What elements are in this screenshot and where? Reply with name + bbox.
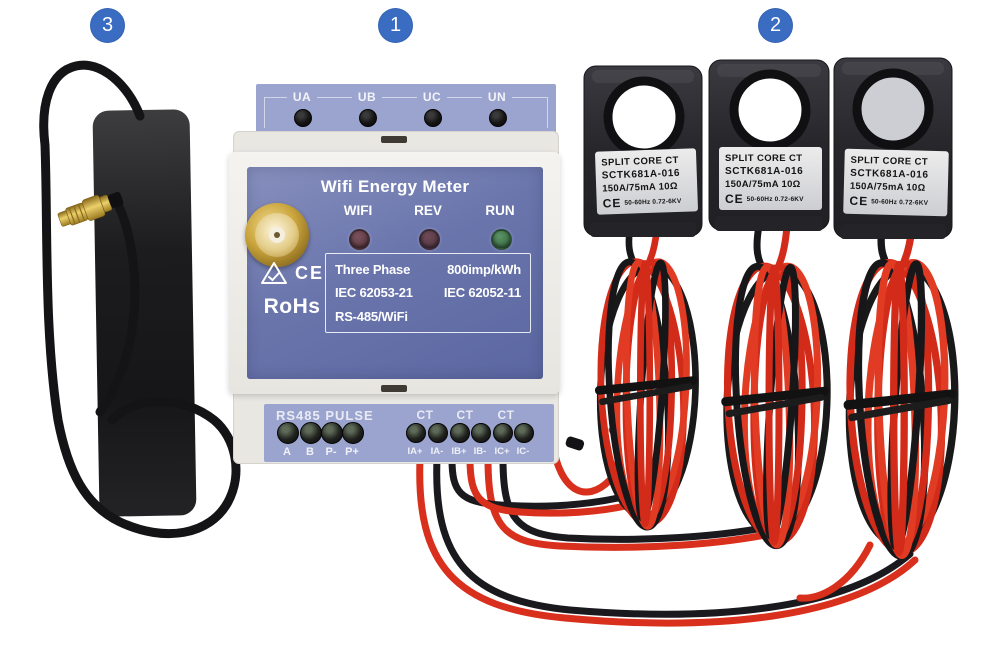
ct-label-plate: SPLIT CORE CT SCTK681A-016 150A/75mA 10Ω… [843, 148, 949, 217]
callout-2-cts: 2 [758, 8, 793, 43]
terminal-label-ib-minus: IB- [473, 446, 487, 457]
rev-led [419, 229, 440, 250]
ct-label-line1: SPLIT CORE CT [725, 153, 803, 164]
ct-label-plate: SPLIT CORE CT SCTK681A-016 150A/75mA 10Ω… [719, 147, 822, 210]
ct-terminal [514, 423, 534, 443]
antenna [39, 60, 241, 538]
run-led [491, 229, 512, 250]
ct-heading: CT [416, 408, 434, 422]
ct-label-plate: SPLIT CORE CT SCTK681A-016 150A/75mA 10Ω… [594, 148, 699, 215]
voltage-terminal [489, 109, 507, 127]
wire-coil-1 [595, 224, 700, 530]
ct-terminal [450, 423, 470, 443]
terminal-label-un: UN [482, 90, 512, 104]
callout-3-antenna: 3 [90, 8, 125, 43]
voltage-terminal [424, 109, 442, 127]
callout-1-meter: 1 [378, 8, 413, 43]
ct-label-line4: 50-60Hz 0.72-6KV [624, 197, 682, 207]
meter-label: Wifi Energy Meter WIFI REV RUN CE [245, 167, 543, 379]
ct-label-line3: 150A/75mA 10Ω [725, 179, 801, 190]
ce-mark: CE [294, 262, 324, 283]
terminal-label-ic-plus: IC+ [494, 446, 510, 457]
terminal-label-uc: UC [417, 90, 447, 104]
meter-bottom-terminal-strip: RS485 PULSE CT CT CT A B P- P+ IA+ IA- I… [264, 404, 554, 462]
antenna-cable [39, 60, 241, 538]
terminal-label-ua: UA [287, 90, 317, 104]
antenna-body [92, 109, 197, 517]
housing-slot-top [381, 136, 407, 143]
spec-iec1: IEC 62053-21 [335, 285, 413, 301]
spec-iec2: IEC 62052-11 [443, 285, 521, 301]
ct-label-line2: SCTK681A-016 [725, 166, 804, 177]
ct-aperture [603, 76, 685, 158]
rcm-triangle-icon [260, 262, 287, 284]
led-label-run: RUN [485, 203, 515, 218]
spec-comm: RS-485/WiFi [335, 308, 408, 324]
sma-antenna-port [245, 203, 309, 267]
certification-marks: CE RoHs [249, 259, 335, 319]
terminal-label-a: A [283, 446, 291, 458]
ct-label-line3: 150A/75mA 10Ω [849, 180, 926, 194]
meter-title: Wifi Energy Meter [320, 177, 470, 196]
led-label-wifi: WIFI [343, 203, 373, 218]
ct-terminal [428, 423, 448, 443]
rohs-mark: RoHs [263, 295, 321, 318]
ce-mark: CE [602, 195, 622, 211]
wire-coil-2 [721, 226, 832, 548]
sma-connector [57, 191, 124, 227]
housing-slot-bottom [381, 385, 407, 392]
ct-terminal [471, 423, 491, 443]
terminal-label-p-minus: P- [325, 446, 337, 458]
spec-phase: Three Phase [335, 262, 411, 277]
ct-aperture [852, 68, 934, 150]
ct-lead-wires [416, 426, 919, 627]
ct-terminal [406, 423, 426, 443]
pulse-terminal [321, 422, 343, 444]
spec-box: Three Phase 800imp/kWh IEC 62053-21 IEC … [325, 253, 531, 333]
ct-aperture [729, 69, 811, 151]
pulse-terminal [342, 422, 364, 444]
terminal-label-ic-minus: IC- [516, 446, 530, 457]
rs485-terminal [277, 422, 299, 444]
terminal-label-ia-minus: IA- [430, 446, 444, 457]
rs485-terminal [300, 422, 322, 444]
terminal-label-ib-plus: IB+ [451, 446, 467, 457]
voltage-terminal [359, 109, 377, 127]
spec-impulse: 800imp/kWh [447, 262, 521, 277]
ct-heading: CT [497, 408, 515, 422]
wifi-led [349, 229, 370, 250]
ce-mark: CE [725, 192, 744, 206]
meter-top-terminal-strip: UA UB UC UN [256, 84, 556, 134]
rs485-pulse-heading: RS485 PULSE [276, 408, 374, 423]
terminal-label-ia-plus: IA+ [407, 446, 423, 457]
voltage-terminal [294, 109, 312, 127]
terminal-frame-line [264, 97, 548, 128]
terminal-label-ub: UB [352, 90, 382, 104]
ct-label-line4: 50-60Hz 0.72-6KV [746, 195, 804, 203]
terminal-label-p-plus: P+ [345, 446, 359, 458]
terminal-label-b: B [306, 446, 314, 458]
led-label-rev: REV [414, 203, 442, 218]
ce-mark: CE [849, 193, 869, 209]
ct-terminal [493, 423, 513, 443]
ct-heading: CT [456, 408, 474, 422]
wire-coil-3 [843, 221, 959, 559]
ct-label-line4: 50-60Hz 0.72-6KV [871, 197, 929, 207]
